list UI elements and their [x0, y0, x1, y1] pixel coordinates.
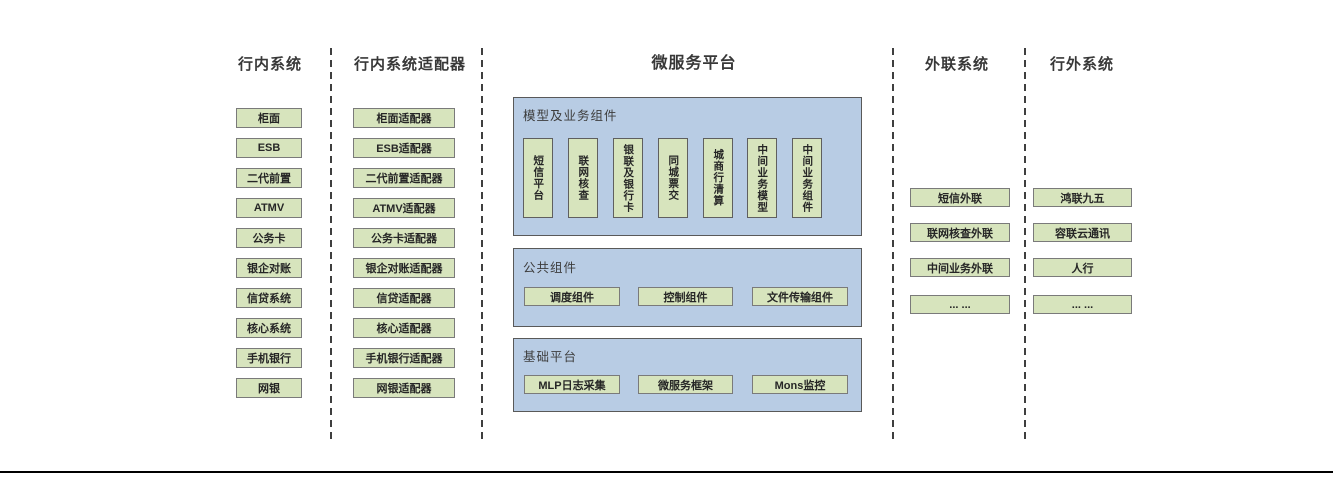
component-box-control: 控制组件: [638, 287, 733, 306]
column-title-microservice-platform: 微服务平台: [651, 55, 737, 72]
column-separator-4: [1024, 48, 1026, 443]
adapter-box-xindai: 信贷适配器: [353, 288, 455, 308]
column-title-inbank-adapters: 行内系统适配器: [353, 56, 466, 73]
component-box-city-bank-clearing: 城商行清算: [703, 138, 733, 218]
component-box-scheduling: 调度组件: [524, 287, 620, 306]
system-box-wangyin: 网银: [236, 378, 302, 398]
component-box-network-check: 联网核查: [568, 138, 598, 218]
system-box-shoujiyinhang: 手机银行: [236, 348, 302, 368]
component-box-same-city-exchange: 同城票交: [658, 138, 688, 218]
system-box-erdaiqianzhi: 二代前置: [236, 168, 302, 188]
system-box-hexin: 核心系统: [236, 318, 302, 338]
column-title-outside-systems: 行外系统: [1049, 56, 1114, 73]
bottom-divider-line: [0, 471, 1333, 473]
system-box-guimian: 柜面: [236, 108, 302, 128]
component-box-unionpay-bankcard: 银联及银行卡: [613, 138, 643, 218]
column-separator-1: [330, 48, 332, 443]
component-box-microservice-framework: 微服务框架: [638, 375, 733, 394]
panel-label-model-business: 模型及业务组件: [523, 109, 618, 123]
component-box-intermediate-business-model: 中间业务模型: [747, 138, 777, 218]
adapter-box-erdaiqianzhi: 二代前置适配器: [353, 168, 455, 188]
adapter-box-yinqiduizhang: 银企对账适配器: [353, 258, 455, 278]
adapter-box-hexin: 核心适配器: [353, 318, 455, 338]
column-title-external-link-systems: 外联系统: [924, 56, 989, 73]
external-link-box-ellipsis: ... ...: [910, 295, 1010, 314]
outside-box-honglian95: 鸿联九五: [1033, 188, 1132, 207]
component-box-sms-platform: 短信平台: [523, 138, 553, 218]
panel-label-common-components: 公共组件: [523, 261, 578, 275]
outside-box-ronglian-cloud: 容联云通讯: [1033, 223, 1132, 242]
adapter-box-shoujiyinhang: 手机银行适配器: [353, 348, 455, 368]
component-box-intermediate-business-component: 中间业务组件: [792, 138, 822, 218]
external-link-box-intermediate-business: 中间业务外联: [910, 258, 1010, 277]
outside-box-ellipsis: ... ...: [1033, 295, 1132, 314]
column-separator-2: [481, 48, 483, 443]
column-title-inbank-systems: 行内系统: [237, 56, 302, 73]
adapter-box-guimian: 柜面适配器: [353, 108, 455, 128]
component-box-mlp-log-collection: MLP日志采集: [524, 375, 620, 394]
adapter-box-atmv: ATMV适配器: [353, 198, 455, 218]
system-box-yinqiduizhang: 银企对账: [236, 258, 302, 278]
adapter-box-wangyin: 网银适配器: [353, 378, 455, 398]
component-box-file-transfer: 文件传输组件: [752, 287, 848, 306]
system-box-gongwuka: 公务卡: [236, 228, 302, 248]
component-box-mons-monitoring: Mons监控: [752, 375, 848, 394]
external-link-box-network-check: 联网核查外联: [910, 223, 1010, 242]
adapter-box-gongwuka: 公务卡适配器: [353, 228, 455, 248]
panel-label-base-platform: 基础平台: [523, 350, 578, 364]
adapter-box-esb: ESB适配器: [353, 138, 455, 158]
system-box-atmv: ATMV: [236, 198, 302, 218]
external-link-box-sms: 短信外联: [910, 188, 1010, 207]
outside-box-pboc: 人行: [1033, 258, 1132, 277]
system-box-esb: ESB: [236, 138, 302, 158]
column-separator-3: [892, 48, 894, 443]
system-box-xindai: 信贷系统: [236, 288, 302, 308]
